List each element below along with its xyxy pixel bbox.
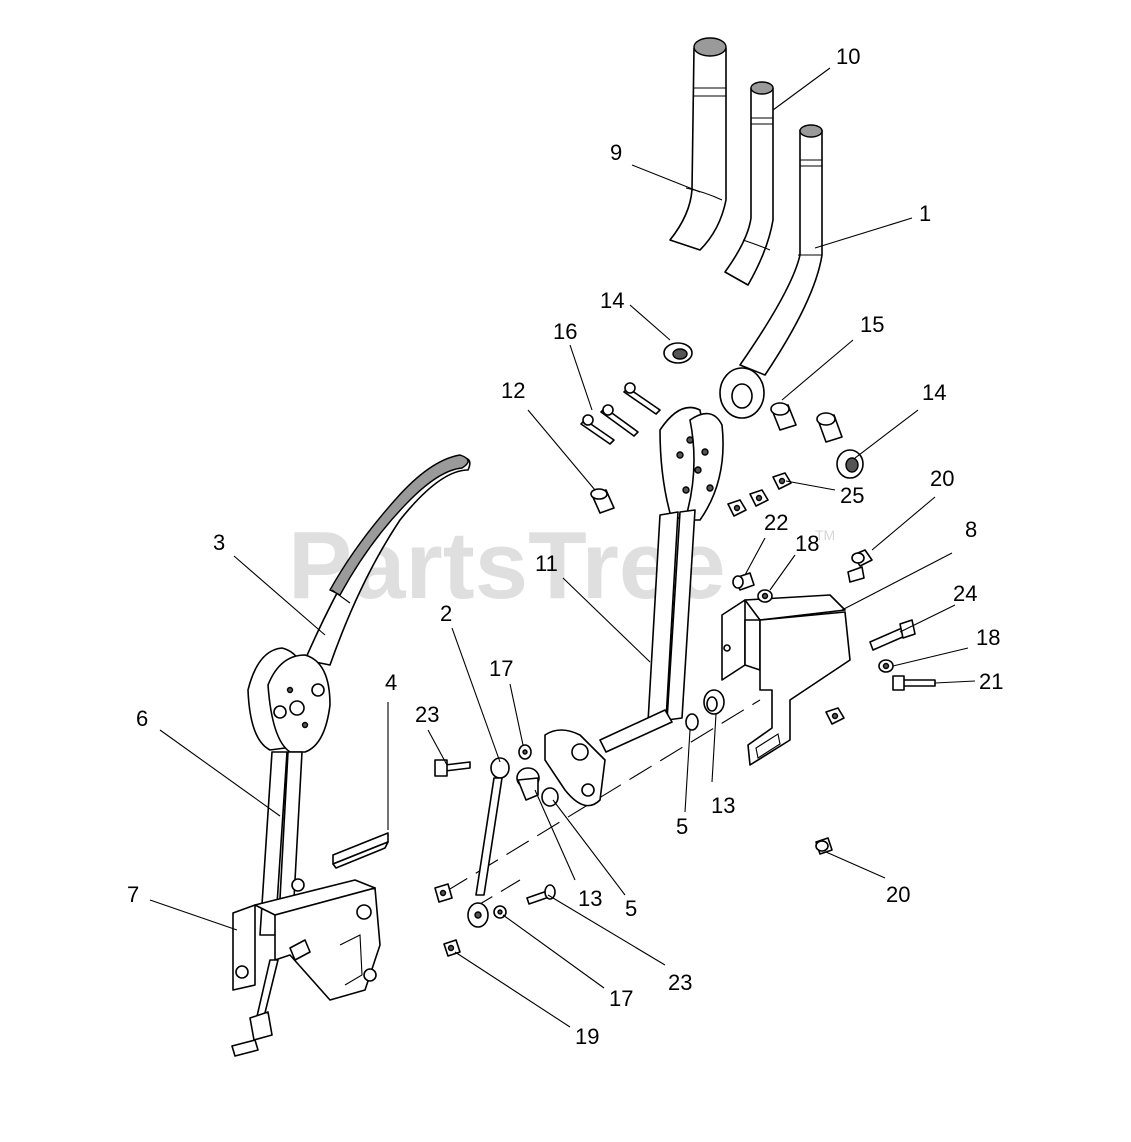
callout-16: 16 bbox=[553, 319, 577, 344]
part-3-left-lever bbox=[304, 454, 471, 666]
part-20-nut-upper bbox=[847, 549, 873, 583]
part-15-spacer bbox=[770, 402, 843, 443]
part-12-spacer bbox=[590, 488, 615, 514]
callout-21: 21 bbox=[979, 669, 1003, 694]
callout-20-upper: 20 bbox=[930, 466, 954, 491]
part-22-pin bbox=[732, 572, 755, 591]
assembly-axis-line bbox=[444, 699, 761, 893]
part-24-bolt bbox=[869, 619, 916, 651]
part-6-lever-assembly bbox=[247, 647, 331, 936]
callout-12: 12 bbox=[501, 378, 525, 403]
part-nut-left-mid bbox=[434, 883, 453, 903]
callout-23-lower: 23 bbox=[668, 970, 692, 995]
part-16-bolts bbox=[580, 382, 661, 445]
part-23-bolt-lower bbox=[526, 884, 556, 905]
callout-13-left: 13 bbox=[578, 886, 602, 911]
callout-5-right: 5 bbox=[676, 814, 688, 839]
part-23-bolt-upper bbox=[434, 759, 471, 777]
callout-23-upper: 23 bbox=[415, 702, 439, 727]
callout-1: 1 bbox=[919, 201, 931, 226]
part-7-mounting-bracket bbox=[231, 878, 381, 1057]
callout-19: 19 bbox=[575, 1024, 599, 1049]
callout-24: 24 bbox=[953, 581, 977, 606]
leader-lines bbox=[149, 67, 976, 1028]
callout-20-lower: 20 bbox=[886, 882, 910, 907]
callout-14-upper: 14 bbox=[600, 288, 624, 313]
callout-8: 8 bbox=[965, 517, 977, 542]
part-13-bushing-right bbox=[703, 689, 725, 715]
part-nut-mid-right bbox=[825, 707, 845, 725]
part-14-bushing-upper bbox=[663, 342, 693, 364]
callout-14-right: 14 bbox=[922, 380, 946, 405]
callout-18-lower: 18 bbox=[976, 625, 1000, 650]
part-1-control-lever bbox=[719, 124, 823, 419]
callout-labels: 9 10 1 14 15 14 16 12 25 20 22 18 8 24 1… bbox=[127, 44, 1003, 1049]
part-13-bushing-left bbox=[516, 767, 540, 801]
callout-22: 22 bbox=[764, 510, 788, 535]
callout-9: 9 bbox=[610, 140, 622, 165]
callout-17-lower: 17 bbox=[609, 986, 633, 1011]
callout-17-upper: 17 bbox=[489, 656, 513, 681]
watermark-trademark: TM bbox=[815, 527, 835, 543]
callout-7: 7 bbox=[127, 882, 139, 907]
callout-6: 6 bbox=[136, 706, 148, 731]
part-20-nut-lower bbox=[815, 837, 833, 855]
part-4-channel bbox=[332, 832, 389, 869]
callout-18-upper: 18 bbox=[795, 531, 819, 556]
part-5-washer-right bbox=[685, 713, 699, 731]
part-11-lever-assembly bbox=[544, 406, 724, 807]
callout-13-right: 13 bbox=[711, 793, 735, 818]
callout-5-left: 5 bbox=[625, 896, 637, 921]
part-10-handle-grip bbox=[724, 81, 774, 286]
callout-15: 15 bbox=[860, 312, 884, 337]
callout-3: 3 bbox=[213, 530, 225, 555]
part-18-nut-lower bbox=[878, 659, 894, 673]
callout-4: 4 bbox=[385, 670, 397, 695]
callout-11: 11 bbox=[535, 551, 558, 576]
part-8-mounting-bracket bbox=[721, 594, 851, 766]
callout-2: 2 bbox=[440, 601, 452, 626]
callout-25: 25 bbox=[840, 483, 864, 508]
callout-10: 10 bbox=[836, 44, 860, 69]
part-18-nut-upper bbox=[757, 589, 773, 603]
part-21-bolt bbox=[892, 675, 936, 691]
part-17-washer-upper bbox=[518, 744, 532, 760]
part-25-nuts bbox=[727, 472, 792, 517]
part-9-handle-grip bbox=[669, 37, 727, 251]
part-2-linkage-rod bbox=[467, 757, 510, 928]
